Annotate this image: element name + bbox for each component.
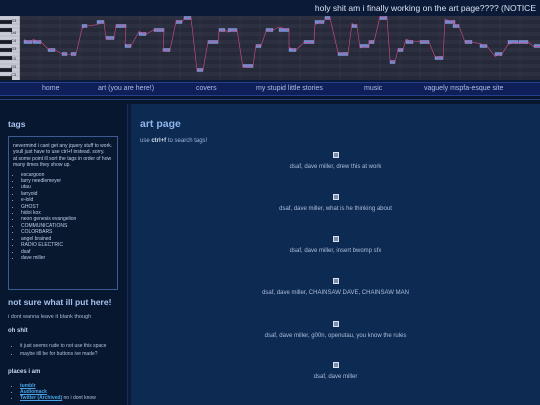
- tag-item: utau: [21, 184, 113, 190]
- tag-item: hidoi kox: [21, 210, 113, 216]
- art-thumbnail-icon[interactable]: [332, 278, 339, 284]
- oh-shit-list: it just seems rude to not use this space…: [20, 343, 120, 358]
- list-item: Audiomack: [20, 389, 120, 395]
- key-label: G3: [11, 18, 17, 23]
- art-thumbnail-icon[interactable]: [332, 194, 339, 200]
- page-title: art page: [140, 118, 181, 130]
- black-key: [0, 76, 12, 80]
- column-divider: [127, 104, 131, 405]
- nav-covers[interactable]: covers: [196, 85, 217, 92]
- art-caption: dsaf, dave miller, insert bwomp sfx: [289, 248, 382, 254]
- key-label: D4: [11, 30, 17, 35]
- tags-box: nevermind i cant get any jquery stuff to…: [8, 136, 118, 290]
- tag-list: escargoonlarry needlemeyerutaularryoide-…: [13, 172, 113, 262]
- black-key: [0, 68, 12, 72]
- note-block: [533, 44, 540, 48]
- art-thumbnail-icon[interactable]: [332, 362, 339, 368]
- art-entry: dsaf, dave miller, drew this at work: [131, 152, 540, 170]
- art-entry: dsaf, dave miller, what is he thinking a…: [131, 194, 540, 212]
- key-label: G3: [11, 46, 17, 51]
- main-content: art page use ctrl+f to search tags! dsaf…: [131, 104, 540, 405]
- tags-note: nevermind i cant get any jquery stuff to…: [13, 143, 113, 156]
- nav-art[interactable]: art (you are here!): [98, 85, 155, 92]
- art-entry: dsaf, dave miller: [131, 362, 540, 380]
- search-hint: use ctrl+f to search tags!: [140, 138, 208, 144]
- tag-item: COMMUNICATIONS: [21, 223, 113, 229]
- tag-item: angel brained: [21, 236, 113, 242]
- main-nav: home art (you are here!) covers my stupi…: [0, 82, 540, 96]
- key-label: C3: [11, 72, 17, 77]
- art-caption: dsaf, dave miller: [313, 374, 358, 380]
- tumblr-link[interactable]: tumblr: [20, 383, 36, 389]
- art-thumbnail-icon[interactable]: [332, 321, 339, 327]
- key-label: C4: [11, 38, 17, 43]
- black-key: [0, 40, 12, 44]
- nav-stories[interactable]: my stupid little stories: [256, 85, 323, 92]
- list-item: Twitter (Archived) no i dont know: [20, 395, 120, 401]
- note-block: [278, 28, 290, 32]
- tag-item: dsaf: [21, 249, 113, 255]
- hint-key: ctrl+f: [151, 138, 167, 144]
- places-heading: places i am: [8, 369, 41, 375]
- art-caption: dsaf, dave miller, g00n, openutau, you k…: [264, 333, 407, 339]
- art-entry: dsaf, dave miller, insert bwomp sfx: [131, 236, 540, 254]
- note-block: [405, 40, 414, 44]
- nav-music[interactable]: music: [364, 85, 383, 92]
- tag-item: larryoid: [21, 191, 113, 197]
- art-caption: dsaf, dave miller, what is he thinking a…: [279, 206, 392, 212]
- note-block: [452, 24, 460, 28]
- twitter-note: no i dont know: [62, 395, 96, 402]
- tag-item: GHOST: [21, 204, 113, 210]
- key-label: E3: [11, 56, 17, 61]
- nsw-text: i dont wanna leave it blank though: [8, 314, 92, 320]
- art-caption: dsaf, dave miller, drew this at work: [289, 164, 382, 170]
- nav-home[interactable]: home: [42, 85, 60, 92]
- black-key: [0, 28, 12, 32]
- tag-item: dave miller: [21, 255, 113, 261]
- art-entry: dsaf, dave miller, CHAINSAW DAVE, CHAINS…: [131, 278, 540, 296]
- nav-divider: [0, 99, 540, 100]
- list-item: maybe itll be for buttons ive made?: [20, 351, 120, 358]
- tags-note-sort: at some point ill sort the tags in order…: [13, 155, 112, 169]
- tag-item: neon genesis evangelion: [21, 216, 113, 222]
- tag-item: COLORBARS: [21, 229, 113, 235]
- black-key: [0, 48, 12, 52]
- tag-item: escargoon: [21, 172, 113, 178]
- tag-item: larry needlemeyer: [21, 178, 113, 184]
- audiomack-link[interactable]: Audiomack: [20, 389, 47, 396]
- key-label: D3: [11, 64, 17, 69]
- nsw-heading: not sure what ill put here!: [8, 297, 112, 307]
- art-thumbnail-icon[interactable]: [332, 236, 339, 242]
- oh-shit-heading: oh shit: [8, 328, 28, 334]
- art-entry: dsaf, dave miller, g00n, openutau, you k…: [131, 321, 540, 339]
- nav-mspfa-site[interactable]: vaguely mspfa-esque site: [424, 85, 504, 92]
- tags-heading: tags: [8, 119, 26, 129]
- list-item: tumblr: [20, 383, 120, 389]
- tag-item: e-lold: [21, 197, 113, 203]
- places-list: tumblr Audiomack Twitter (Archived) no i…: [20, 383, 120, 402]
- tag-item: RADIO ELECTRIC: [21, 242, 113, 248]
- black-key: [0, 56, 12, 60]
- art-caption: dsaf, dave miller, CHAINSAW DAVE, CHAINS…: [262, 290, 409, 296]
- list-item: it just seems rude to not use this space: [20, 343, 120, 350]
- marquee-text: holy shit am i finally working on the ar…: [314, 3, 536, 13]
- twitter-link[interactable]: Twitter (Archived): [20, 395, 63, 402]
- art-thumbnail-icon[interactable]: [332, 152, 339, 158]
- black-key: [0, 20, 12, 24]
